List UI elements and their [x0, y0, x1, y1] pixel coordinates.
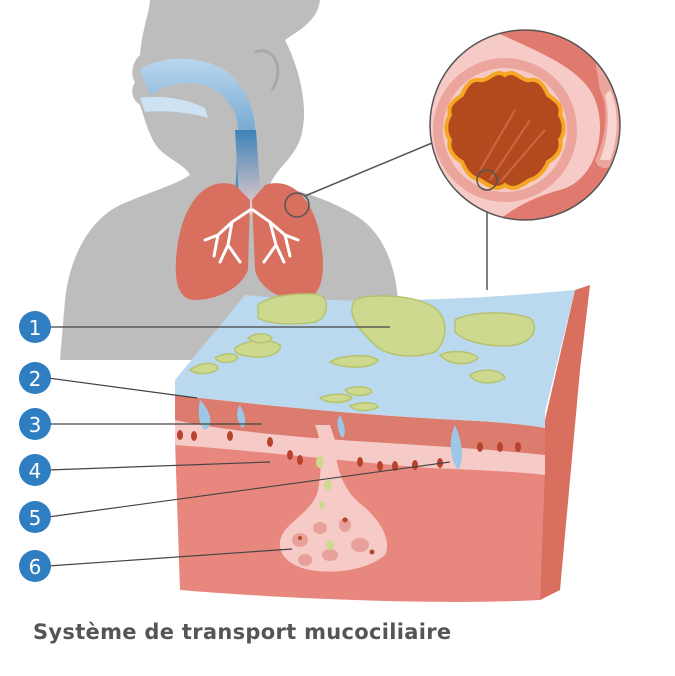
marker-4: 4 — [19, 454, 51, 486]
marker-2: 2 — [19, 362, 51, 394]
marker-3: 3 — [19, 408, 51, 440]
marker-5-label: 5 — [29, 506, 42, 530]
marker-1-label: 1 — [29, 316, 42, 340]
marker-2-label: 2 — [29, 367, 42, 391]
marker-5: 5 — [19, 501, 51, 533]
zoom-line-lung — [305, 143, 432, 196]
tissue-block — [175, 285, 590, 602]
diagram-caption: Système de transport mucociliaire — [33, 620, 451, 644]
marker-6: 6 — [19, 550, 51, 582]
marker-6-label: 6 — [29, 555, 42, 579]
airway-cross-section — [430, 20, 640, 240]
marker-4-label: 4 — [29, 459, 42, 483]
marker-1: 1 — [19, 311, 51, 343]
marker-3-label: 3 — [29, 413, 42, 437]
